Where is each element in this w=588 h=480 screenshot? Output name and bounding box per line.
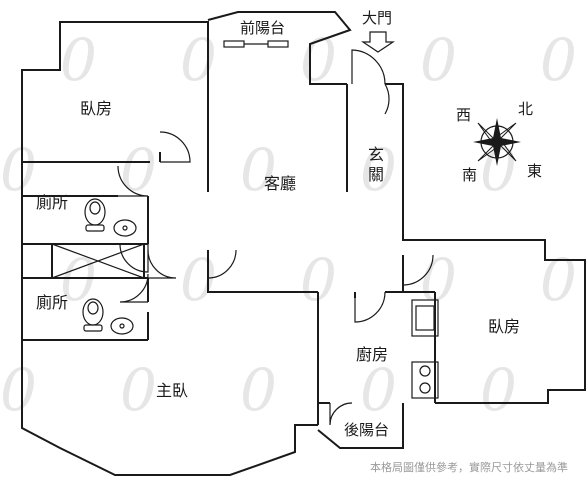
room-label-back-balcony: 後陽台 <box>344 421 389 439</box>
room-label-master-bedroom: 主臥 <box>156 381 188 400</box>
shaft-box <box>51 243 145 279</box>
room-label-foyer-2: 關 <box>368 165 384 184</box>
svg-text:0: 0 <box>540 246 577 314</box>
door-swings <box>117 49 434 426</box>
room-label-foyer-1: 玄 <box>368 145 384 164</box>
svg-text:0: 0 <box>240 356 277 424</box>
disclaimer-note: 本格局圖僅供參考，實際尺寸依丈量為準 <box>370 460 568 474</box>
compass-rose-icon <box>473 118 521 166</box>
room-label-living-room: 客廳 <box>264 174 296 193</box>
svg-text:0: 0 <box>540 26 577 94</box>
svg-text:0: 0 <box>120 356 157 424</box>
room-label-toilet-upper: 廁所 <box>36 193 68 212</box>
svg-text:0: 0 <box>360 136 397 204</box>
room-label-bedroom-nw: 臥房 <box>80 99 112 118</box>
balcony-sliding-door <box>223 40 289 48</box>
compass-south-label: 南 <box>462 166 477 184</box>
compass-east-label: 東 <box>527 162 542 180</box>
kitchen-fixtures <box>411 299 439 399</box>
svg-text:0: 0 <box>120 136 157 204</box>
outer-walls <box>21 11 586 476</box>
room-label-bedroom-east: 臥房 <box>488 317 520 336</box>
compass-west-label: 西 <box>456 106 471 124</box>
room-label-toilet-lower: 廁所 <box>36 293 68 312</box>
svg-text:0: 0 <box>420 26 457 94</box>
toilet-fixtures <box>82 198 137 335</box>
main-entrance-label: 大門 <box>362 9 392 27</box>
compass-north-label: 北 <box>518 100 533 118</box>
svg-text:0: 0 <box>240 136 277 204</box>
svg-text:0: 0 <box>60 26 97 94</box>
svg-text:0: 0 <box>180 246 217 314</box>
room-label-front-balcony: 前陽台 <box>240 19 285 37</box>
interior-walls <box>22 44 436 425</box>
svg-text:0: 0 <box>360 356 397 424</box>
svg-text:0: 0 <box>480 356 517 424</box>
svg-text:0: 0 <box>180 26 217 94</box>
room-label-kitchen: 廚房 <box>356 345 388 364</box>
svg-text:0: 0 <box>0 136 37 204</box>
svg-text:0: 0 <box>0 356 37 424</box>
entrance-arrow-icon <box>361 31 395 53</box>
